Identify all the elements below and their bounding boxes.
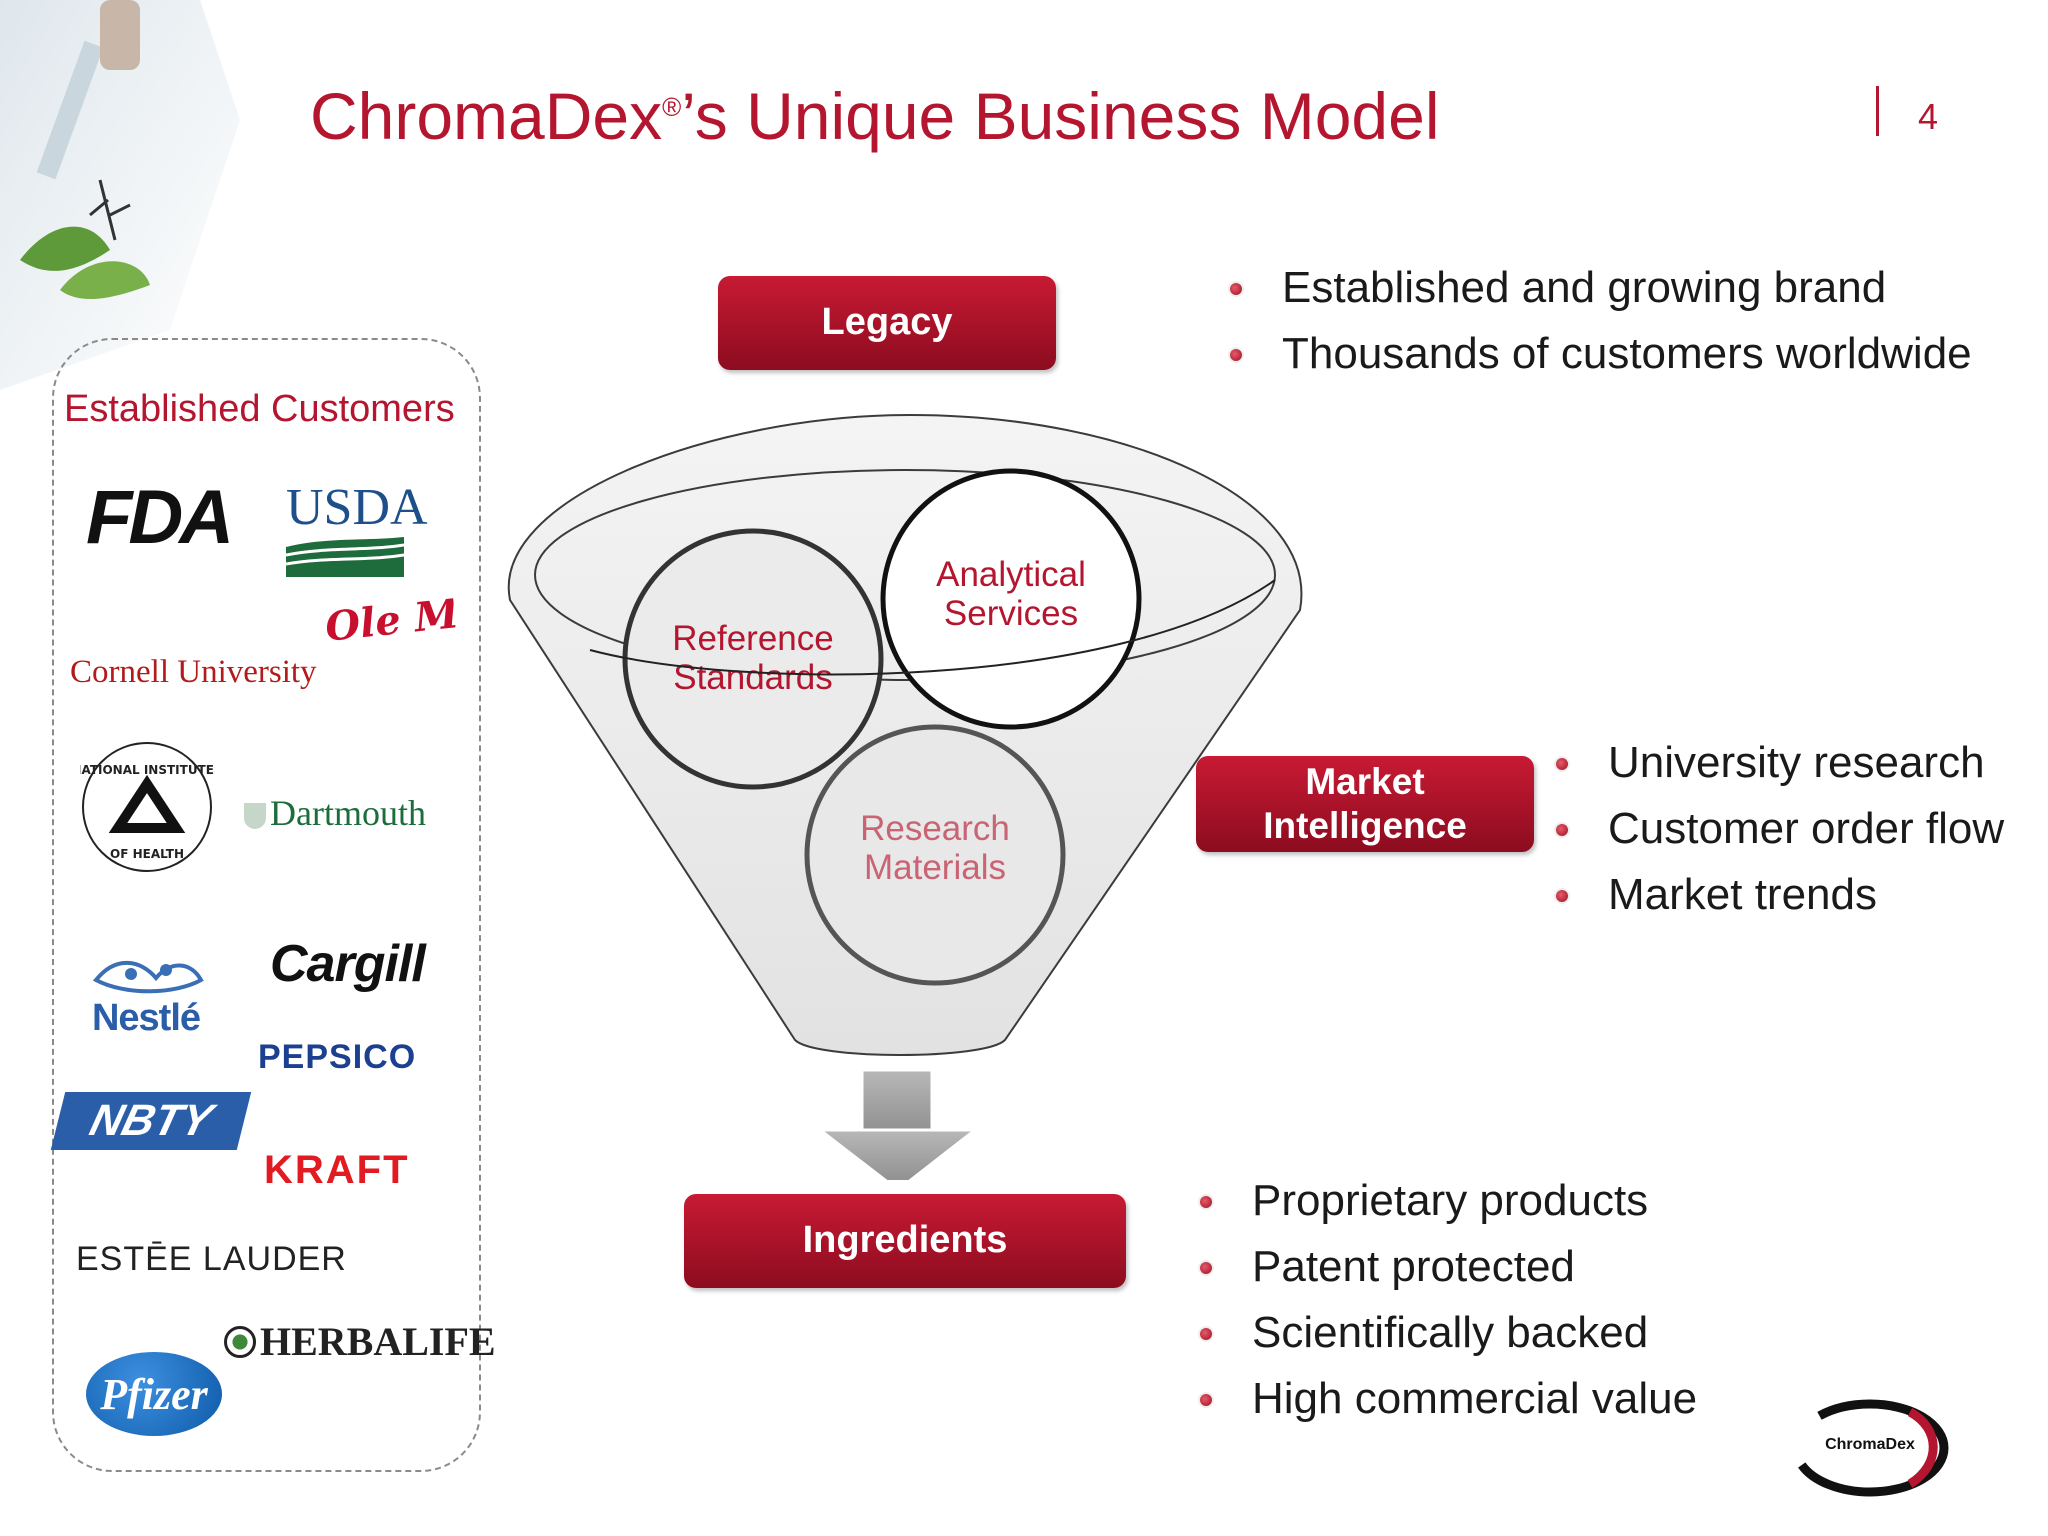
ole-miss-logo: Ole Miss [323, 591, 463, 651]
list-item: Scientifically backed [1192, 1300, 1697, 1366]
pfizer-logo: Pfizer [86, 1352, 222, 1436]
bullet-icon [1556, 758, 1568, 770]
chromadex-swoosh-icon [1791, 1399, 1949, 1497]
bullet-icon [1200, 1394, 1212, 1406]
nih-logo: NATIONAL INSTITUTES OF HEALTH [80, 742, 215, 872]
bullet-icon [1200, 1262, 1212, 1274]
legacy-bullets: Established and growing brand Thousands … [1222, 255, 1972, 387]
pepsico-logo: PEPSICO [258, 1038, 417, 1076]
nbty-logo: NBTY [50, 1092, 252, 1150]
customers-heading: Established Customers [64, 388, 455, 430]
herbalife-leaf-icon [224, 1326, 256, 1358]
kraft-logo: KRAFT [264, 1148, 410, 1192]
list-item: University research [1548, 730, 2004, 796]
page-number-divider [1876, 86, 1879, 136]
list-item: Proprietary products [1192, 1168, 1697, 1234]
bullet-icon [1200, 1196, 1212, 1208]
market-bullets: University research Customer order flow … [1548, 730, 2004, 928]
list-item: Thousands of customers worldwide [1222, 321, 1972, 387]
slide-title: ChromaDex®’s Unique Business Model [310, 79, 1440, 153]
estee-lauder-logo: ESTĒE LAUDER [76, 1240, 347, 1278]
usda-field-icon [285, 537, 405, 577]
bullet-icon [1230, 349, 1242, 361]
ingredient-bullets: Proprietary products Patent protected Sc… [1192, 1168, 1697, 1432]
bullet-icon [1556, 890, 1568, 902]
chromadex-logo: ChromaDex [1790, 1398, 1950, 1498]
svg-text:OF HEALTH: OF HEALTH [110, 847, 184, 861]
ingredients-label: Ingredients [684, 1194, 1126, 1288]
down-arrow-icon [815, 1068, 980, 1180]
legacy-label: Legacy [718, 276, 1056, 370]
cargill-logo: Cargill [270, 935, 426, 993]
bullet-icon [1200, 1328, 1212, 1340]
circle-analytical-services [880, 468, 1142, 730]
dartmouth-logo: Dartmouth [244, 792, 426, 834]
cornell-logo: Cornell University [70, 654, 317, 690]
funnel-rim-front [589, 579, 1276, 676]
page-number: 4 [1918, 96, 1939, 137]
bullet-icon [1556, 824, 1568, 836]
circle-reference-standards [622, 528, 884, 790]
customers-panel [52, 338, 481, 1472]
list-item: Market trends [1548, 862, 2004, 928]
list-item: Patent protected [1192, 1234, 1697, 1300]
usda-logo: USDA [285, 478, 428, 582]
dartmouth-shield-icon [244, 803, 266, 829]
funnel-rim [534, 469, 1276, 681]
nestle-nest-icon [92, 960, 204, 994]
bullet-icon [1230, 283, 1242, 295]
list-item: High commercial value [1192, 1366, 1697, 1432]
nestle-logo: Nestlé [86, 950, 206, 1040]
lab-photo-image [0, 0, 240, 390]
svg-text:NATIONAL INSTITUTES: NATIONAL INSTITUTES [80, 763, 215, 777]
circle-research-materials [804, 724, 1066, 986]
fda-logo: FDA [86, 475, 234, 560]
herbalife-logo: HERBALIFE [224, 1318, 496, 1365]
list-item: Established and growing brand [1222, 255, 1972, 321]
list-item: Customer order flow [1548, 796, 2004, 862]
